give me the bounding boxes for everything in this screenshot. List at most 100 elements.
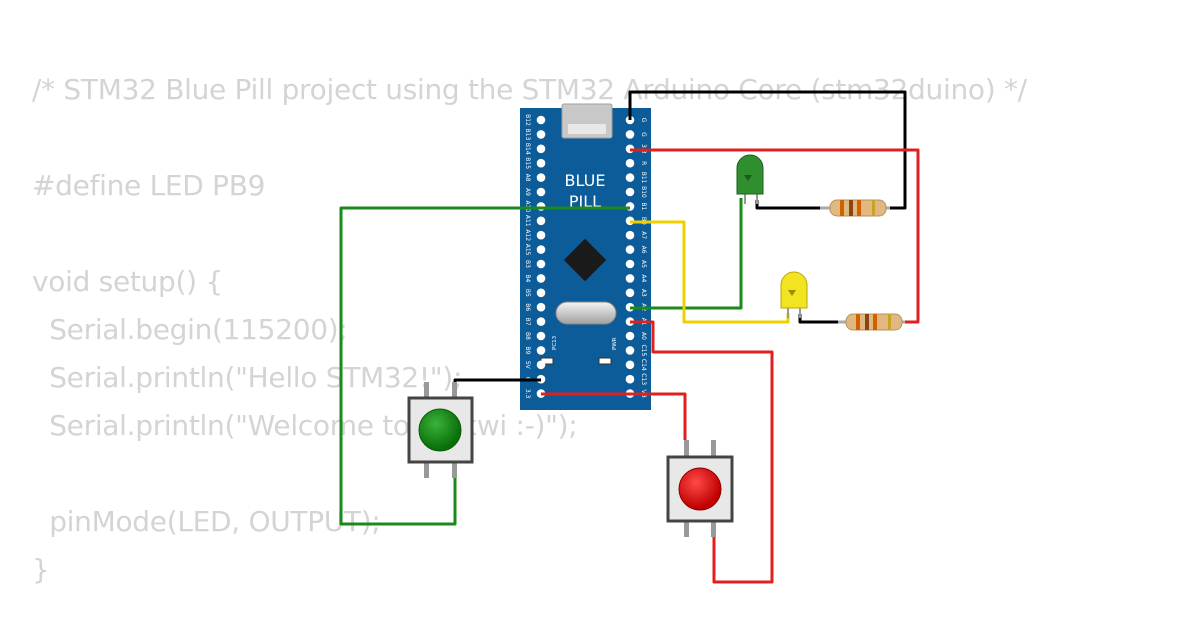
led-pc13-label: PC13 (552, 335, 558, 350)
pin-left-a9[interactable] (536, 187, 546, 197)
pin-left-b3[interactable] (536, 259, 546, 269)
pin-right-a0[interactable] (625, 331, 635, 341)
button-leg (684, 521, 689, 537)
pin-label: C14 (640, 359, 647, 371)
code-line: /* STM32 Blue Pill project using the STM… (32, 73, 1027, 106)
resistor-2[interactable] (838, 313, 905, 331)
crystal-oscillator (555, 301, 617, 325)
pin-label: A0 (640, 332, 647, 340)
pin-left-b7[interactable] (536, 317, 546, 326)
button-leg (711, 521, 716, 537)
resistor-band (872, 200, 875, 216)
board-title-line1: BLUE (565, 171, 606, 190)
wire-green-led-cathode[interactable] (755, 200, 830, 210)
pin-left-a15[interactable] (536, 245, 546, 254)
wire-yellow-led-signal[interactable] (630, 220, 790, 324)
pin-label: B7 (524, 318, 531, 326)
wire-button-red-power[interactable] (541, 392, 687, 440)
pin-label: A12 (524, 229, 531, 241)
wires (339, 90, 920, 584)
blue-pill-board[interactable]: BLUE PILL PC13 PWR B12B13B14B15A8A9A10A1… (520, 103, 651, 410)
resistor-band (888, 314, 891, 330)
pin-right-a3[interactable] (625, 288, 635, 298)
green-led-chip (744, 175, 752, 181)
pin-label: B13 (524, 129, 531, 141)
yellow-led-chip (788, 290, 796, 296)
pin-right-a5[interactable] (625, 259, 635, 269)
button-leg (452, 382, 457, 398)
pin-right-c15[interactable] (625, 346, 635, 355)
pin-label: G (640, 132, 647, 137)
pin-label: B12 (524, 114, 531, 126)
pin-right-c13[interactable] (625, 374, 635, 384)
pin-left-b15[interactable] (536, 158, 546, 168)
right-pin-header: GG3.3RB11B10B1B0A7A6A5A4A3A2A1A0C15C14C1… (625, 115, 647, 398)
pin-label: A9 (524, 188, 531, 196)
pin-right-c14[interactable] (625, 360, 635, 370)
red-pushbutton[interactable] (666, 440, 734, 537)
resistor-band (857, 200, 861, 216)
code-line: pinMode(LED, OUTPUT); (32, 505, 381, 538)
pin-left-b14[interactable] (536, 144, 546, 154)
pin-label: C13 (640, 373, 647, 385)
pin-label: A8 (524, 174, 531, 182)
wire-ground-top[interactable] (628, 90, 907, 210)
code-line: Serial.println("Welcome to Wokwi :-)"); (32, 409, 578, 442)
pin-left-b4[interactable] (536, 274, 546, 283)
pin-label: A4 (640, 274, 647, 282)
pin-left-b13[interactable] (536, 130, 546, 139)
wire-power-top[interactable] (630, 148, 920, 324)
pin-label: B14 (524, 143, 531, 155)
pin-left-a11[interactable] (536, 216, 546, 226)
pin-right-a4[interactable] (625, 274, 635, 283)
pin-label: B9 (524, 346, 531, 354)
pin-left-b5[interactable] (536, 288, 546, 298)
led-pwr-indicator (598, 357, 612, 365)
pin-right-a6[interactable] (625, 245, 635, 254)
pin-label: A5 (640, 260, 647, 268)
button-leg (684, 440, 689, 456)
pin-label: 3.3 (524, 389, 531, 399)
code-line: } (32, 553, 50, 586)
pin-label: B3 (524, 260, 531, 268)
pin-left-b8[interactable] (536, 331, 546, 341)
pin-label: R (640, 161, 647, 165)
pin-label: B11 (640, 172, 647, 184)
pin-left-5v[interactable] (536, 360, 546, 370)
pin-left-b9[interactable] (536, 346, 546, 355)
resistor-band (873, 314, 877, 330)
pin-left-b6[interactable] (536, 302, 546, 312)
board-title-line2: PILL (569, 192, 601, 211)
resistor-band (856, 314, 860, 330)
pin-left-b12[interactable] (536, 115, 546, 125)
pin-label: A11 (524, 215, 531, 227)
pin-left-a8[interactable] (536, 173, 546, 182)
wire-button-green-signal[interactable] (339, 206, 630, 526)
button-leg (424, 462, 429, 478)
pin-right-b10[interactable] (625, 187, 635, 197)
button-leg (452, 462, 457, 478)
green-pushbutton[interactable] (407, 382, 474, 478)
green-button-cap (418, 408, 462, 452)
code-editor[interactable]: /* STM32 Blue Pill project using the STM… (32, 66, 1027, 594)
green-led-body (736, 154, 764, 195)
pin-label: C15 (640, 344, 647, 356)
pin-right-r[interactable] (625, 158, 635, 168)
pin-right-a7[interactable] (625, 230, 635, 240)
resistor-1[interactable] (820, 199, 890, 217)
pin-left-a12[interactable] (536, 230, 546, 240)
pin-label: B10 (640, 186, 647, 198)
usb-connector-inner (568, 124, 606, 134)
wire-green-led-signal[interactable] (630, 198, 743, 310)
pin-label: A6 (640, 246, 647, 254)
pin-label: G (640, 118, 647, 123)
green-led[interactable] (736, 154, 764, 204)
wire-button-red-signal[interactable] (630, 320, 774, 584)
yellow-led[interactable] (780, 271, 808, 318)
pin-label: B1 (640, 202, 647, 210)
pin-right-b11[interactable] (625, 173, 635, 182)
pin-label: B8 (524, 332, 531, 340)
pin-label: B15 (524, 157, 531, 169)
pin-right-g[interactable] (625, 130, 635, 139)
